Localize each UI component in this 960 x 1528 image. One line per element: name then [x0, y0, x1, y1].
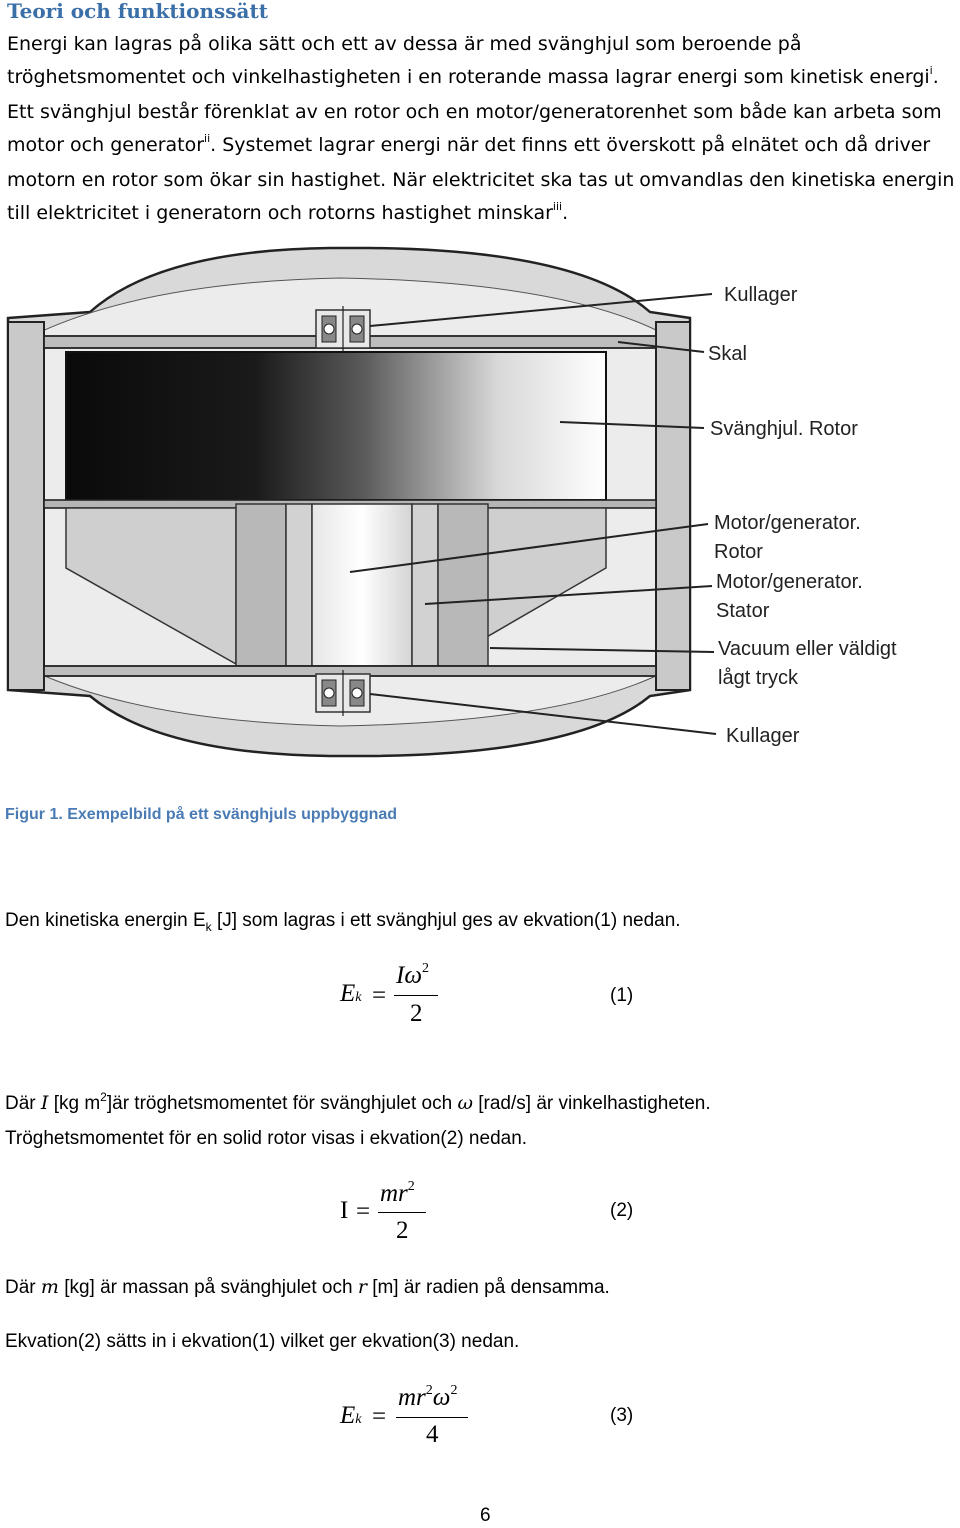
intro-paragraph: Energi kan lagras på olika sätt och ett …: [7, 28, 955, 232]
page-number: 6: [480, 1505, 491, 1526]
paragraph-kinetic-energy: Den kinetiska energin Ek [J] som lagras …: [5, 910, 681, 934]
paragraph-mass-radius: Där m [kg] är massan på svänghjulet och …: [5, 1276, 610, 1298]
mg-left-outer: [235, 503, 287, 667]
label-mg-stator-2: Stator: [716, 600, 770, 622]
label-skal: Skal: [708, 343, 747, 365]
mg-right-inner: [411, 503, 439, 667]
section-heading: Teori och funktionssätt: [7, 0, 268, 23]
figure-caption: Figur 1. Exempelbild på ett svänghjuls u…: [5, 806, 398, 823]
mg-right-outer: [437, 503, 489, 667]
leader-lines: [349, 293, 717, 735]
label-vacuum-1: Vacuum eller väldigt: [718, 638, 897, 660]
top-bearing: [315, 306, 371, 352]
equation-label: (1): [610, 985, 634, 1006]
right-wall: [655, 321, 691, 691]
fraction-bar: [378, 1212, 426, 1213]
flywheel-diagram: Kullager Skal Svänghjul. Rotor Motor/gen…: [6, 246, 897, 758]
footnote-ref[interactable]: ii: [204, 132, 211, 145]
label-mg-rotor-1: Motor/generator.: [714, 512, 861, 534]
label-kullager-bottom: Kullager: [726, 725, 800, 747]
intro-text-4: .: [562, 202, 569, 224]
label-mg-stator-1: Motor/generator.: [716, 571, 863, 593]
paragraph-substitution: Ekvation(2) sätts in i ekvation(1) vilke…: [5, 1331, 520, 1352]
label-vacuum-2: lågt tryck: [718, 667, 799, 689]
fraction-bar: [394, 995, 438, 996]
footnote-ref[interactable]: i: [929, 64, 933, 77]
intro-text-1: Energi kan lagras på olika sätt och ett …: [7, 33, 930, 88]
shaft: [311, 503, 413, 667]
intro-text-3: . Systemet lagrar energi när det finns e…: [7, 134, 955, 224]
label-mg-rotor-2: Rotor: [714, 541, 763, 563]
equation-label: (3): [610, 1405, 634, 1426]
equation-label: (2): [610, 1200, 634, 1221]
mg-left-inner: [285, 503, 313, 667]
footnote-ref[interactable]: iii: [552, 200, 563, 213]
rotor-block: [65, 351, 607, 501]
label-kullager-top: Kullager: [724, 284, 798, 306]
left-wall: [7, 321, 45, 691]
bottom-bearing: [315, 670, 371, 716]
intro-text-2: . Ett svänghjul består förenklat av en r…: [7, 66, 942, 156]
fraction-bar: [396, 1417, 468, 1418]
label-rotor: Svänghjul. Rotor: [710, 418, 858, 440]
paragraph-inertia: Där I [kg m2]är tröghetsmomentet för svä…: [5, 1090, 711, 1149]
